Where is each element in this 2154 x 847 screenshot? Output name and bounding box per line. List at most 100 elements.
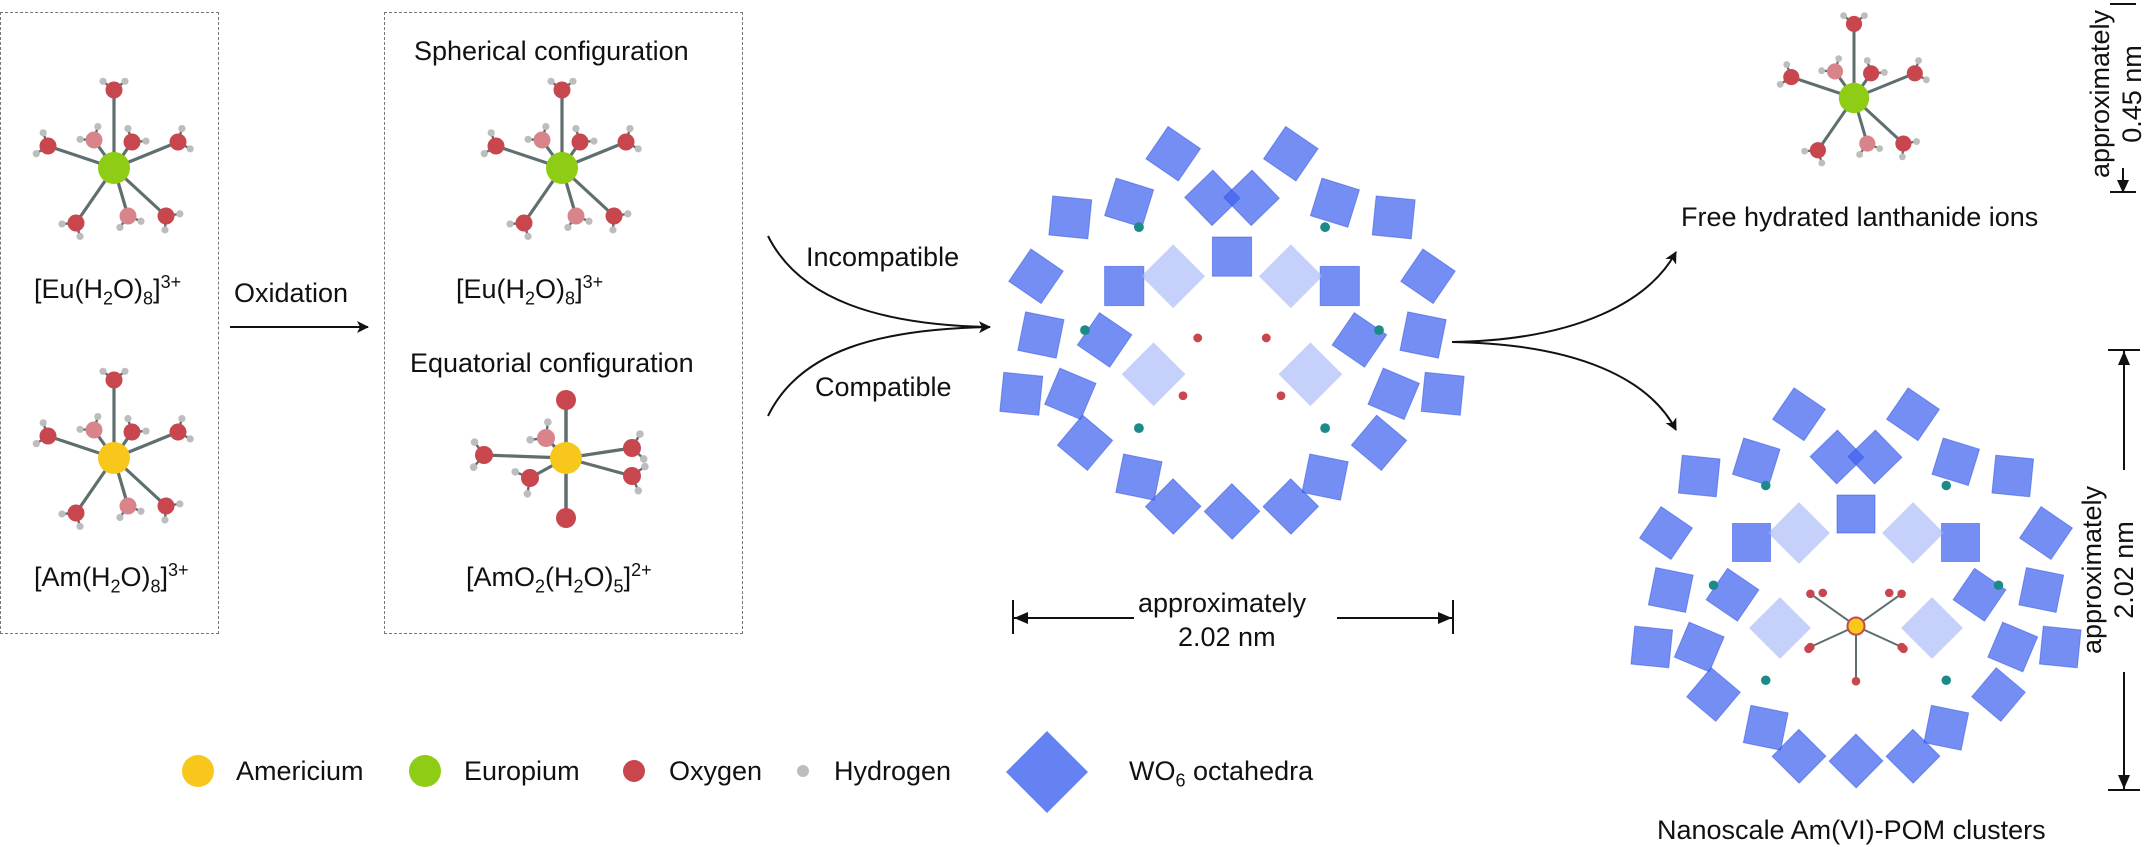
hydrogen-atom bbox=[116, 223, 124, 232]
wo6-octahedron bbox=[1258, 244, 1323, 309]
oxygen-atom bbox=[39, 427, 57, 445]
am-pom-cluster bbox=[1630, 387, 2082, 789]
legend-wo6-marker bbox=[1005, 730, 1089, 814]
wo6-octahedron bbox=[1885, 728, 1941, 784]
wo6-octahedron bbox=[1847, 429, 1903, 485]
heteroatom bbox=[1320, 423, 1330, 433]
hydrogen-atom bbox=[137, 507, 145, 515]
hydrogen-atom bbox=[76, 135, 84, 143]
hydrogen-atom bbox=[1876, 145, 1884, 153]
hydrogen-atom bbox=[1783, 61, 1791, 69]
wo6-octahedron bbox=[1115, 453, 1163, 501]
legend-americium-marker bbox=[182, 755, 214, 787]
wo6-octahedron bbox=[1400, 248, 1456, 305]
hydrogen-atom bbox=[178, 414, 186, 423]
to-clusters-arrow bbox=[1451, 341, 1677, 431]
eu-aqua-ion bbox=[32, 77, 194, 240]
oxygen-atom bbox=[571, 133, 589, 151]
pom-cluster bbox=[999, 125, 1465, 540]
oxygen-atom bbox=[1261, 333, 1271, 343]
hydrogen-atom bbox=[161, 516, 169, 524]
wo6-octahedron bbox=[1901, 597, 1963, 659]
wo6-octahedron bbox=[1630, 625, 1674, 669]
oxygen-atom bbox=[617, 133, 635, 151]
wo6-octahedron bbox=[1104, 265, 1145, 307]
eu-spherical-ion bbox=[480, 77, 642, 240]
hydrogen-atom bbox=[639, 455, 648, 463]
incompatible-curve bbox=[767, 235, 991, 328]
hydrogen-atom bbox=[547, 77, 555, 85]
hydrogen-atom bbox=[94, 412, 102, 421]
wo6-octahedron bbox=[1371, 195, 1416, 240]
oxygen-atom bbox=[67, 214, 85, 232]
wo6-octahedron bbox=[1056, 414, 1114, 472]
oxygen-atom bbox=[1897, 589, 1906, 599]
oxygen-atom bbox=[623, 439, 641, 457]
hydrogen-atom bbox=[526, 436, 534, 444]
heteroatom bbox=[1708, 580, 1719, 590]
oxygen-atom bbox=[1806, 642, 1815, 652]
wo6-octahedron bbox=[1103, 177, 1155, 228]
legend-oxygen-label: Oxygen bbox=[669, 756, 763, 786]
pom-size-line1: approximately bbox=[1138, 588, 1307, 618]
hydrated-ions-box bbox=[0, 12, 219, 634]
oxygen-atom bbox=[1859, 135, 1876, 152]
hydrogen-atom bbox=[1898, 153, 1906, 161]
hydrogen-atom bbox=[506, 220, 514, 228]
hydrogen-atom bbox=[1801, 147, 1809, 155]
wo6-octahedron bbox=[1211, 236, 1253, 277]
wo6-octahedron bbox=[1885, 387, 1941, 442]
hydrogen-atom bbox=[121, 77, 129, 85]
hydrogen-atom bbox=[1818, 159, 1826, 167]
pom-size-line2: 2.02 nm bbox=[1178, 622, 1276, 652]
amo2-ion bbox=[469, 390, 649, 528]
wo6-octahedron bbox=[1771, 387, 1827, 442]
wo6-octahedron bbox=[1638, 505, 1694, 561]
europium-atom bbox=[98, 152, 130, 184]
hydrogen-atom bbox=[1860, 12, 1868, 20]
oxygen-atom bbox=[1809, 142, 1826, 159]
wo6-octahedron bbox=[1309, 177, 1361, 228]
wo6-octahedron bbox=[1731, 437, 1781, 487]
hydrogen-atom bbox=[636, 430, 644, 438]
oxygen-atom bbox=[1897, 642, 1906, 652]
wo6-octahedron bbox=[1941, 523, 1980, 562]
wo6-octahedron bbox=[1952, 567, 2007, 622]
wo6-octahedron bbox=[1262, 125, 1319, 182]
oxygen-atom bbox=[1783, 69, 1800, 86]
hydrogen-atom bbox=[142, 137, 150, 145]
wo6-octahedron bbox=[1991, 454, 2035, 498]
wo6-octahedron bbox=[1144, 478, 1202, 535]
hydrogen-atom bbox=[76, 232, 84, 240]
oxygen-atom bbox=[567, 207, 585, 225]
wo6-octahedron bbox=[1673, 621, 1725, 673]
cluster-size-label: approximately 2.02 nm bbox=[2076, 470, 2140, 670]
pom-size-bar bbox=[1012, 600, 1454, 634]
oxygen-atom bbox=[521, 469, 539, 487]
hydrogen-atom bbox=[1835, 55, 1843, 63]
incompatible-label: Incompatible bbox=[806, 242, 960, 272]
wo6-octahedron bbox=[1121, 342, 1186, 407]
wo6-octahedron bbox=[1836, 494, 1876, 534]
wo6-octahedron bbox=[1971, 667, 2026, 722]
hydrogen-atom bbox=[572, 125, 580, 133]
oxidation-label: Oxidation bbox=[234, 278, 349, 308]
amo2-formula: [AmO2(H2O)5]2+ bbox=[466, 560, 652, 597]
wo6-octahedron bbox=[1319, 265, 1360, 307]
wo6-octahedron bbox=[1183, 169, 1241, 227]
wo6-octahedron bbox=[1048, 195, 1093, 240]
heteroatom bbox=[1320, 222, 1330, 233]
heteroatom bbox=[1134, 423, 1144, 433]
hydrogen-atom bbox=[116, 513, 124, 522]
hydrogen-atom bbox=[590, 137, 598, 145]
heteroatom bbox=[1941, 480, 1951, 491]
hydrogen-atom bbox=[569, 77, 577, 85]
oxygen-atom bbox=[1845, 15, 1863, 32]
oxygen-atom bbox=[169, 133, 187, 151]
wo6-octahedron bbox=[1008, 248, 1064, 305]
free-ion-size-bar bbox=[2110, 3, 2136, 193]
wo6-octahedron bbox=[1686, 667, 1741, 722]
hydrogen-atom bbox=[470, 438, 479, 446]
to-free-ions-arrow bbox=[1451, 251, 1677, 343]
oxygen-atom bbox=[169, 423, 187, 441]
